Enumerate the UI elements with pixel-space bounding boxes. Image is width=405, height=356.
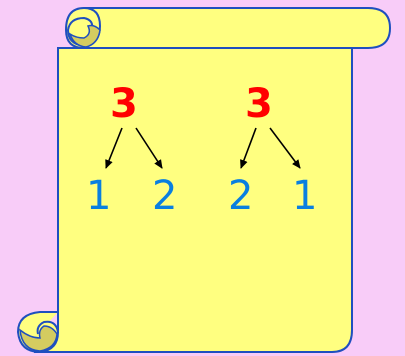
tree2-right-child: 1 — [292, 173, 318, 219]
scroll-top-roll — [64, 7, 392, 49]
arrow-tree2-right — [269, 127, 301, 169]
tree2-root: 3 — [245, 81, 273, 127]
arrow-tree2-left — [240, 127, 257, 169]
tree1-left-child: 1 — [86, 173, 112, 219]
tree1-right-child: 2 — [152, 173, 178, 219]
scroll-bottom-curl-shade — [19, 325, 58, 352]
tree1-root: 3 — [110, 81, 138, 127]
scroll-top-curl-shade — [68, 24, 101, 48]
arrow-tree1-left — [105, 127, 123, 169]
arrow-tree1-right — [135, 127, 163, 169]
scroll-top-curl — [66, 7, 102, 48]
tree2-left-child: 2 — [228, 173, 254, 219]
